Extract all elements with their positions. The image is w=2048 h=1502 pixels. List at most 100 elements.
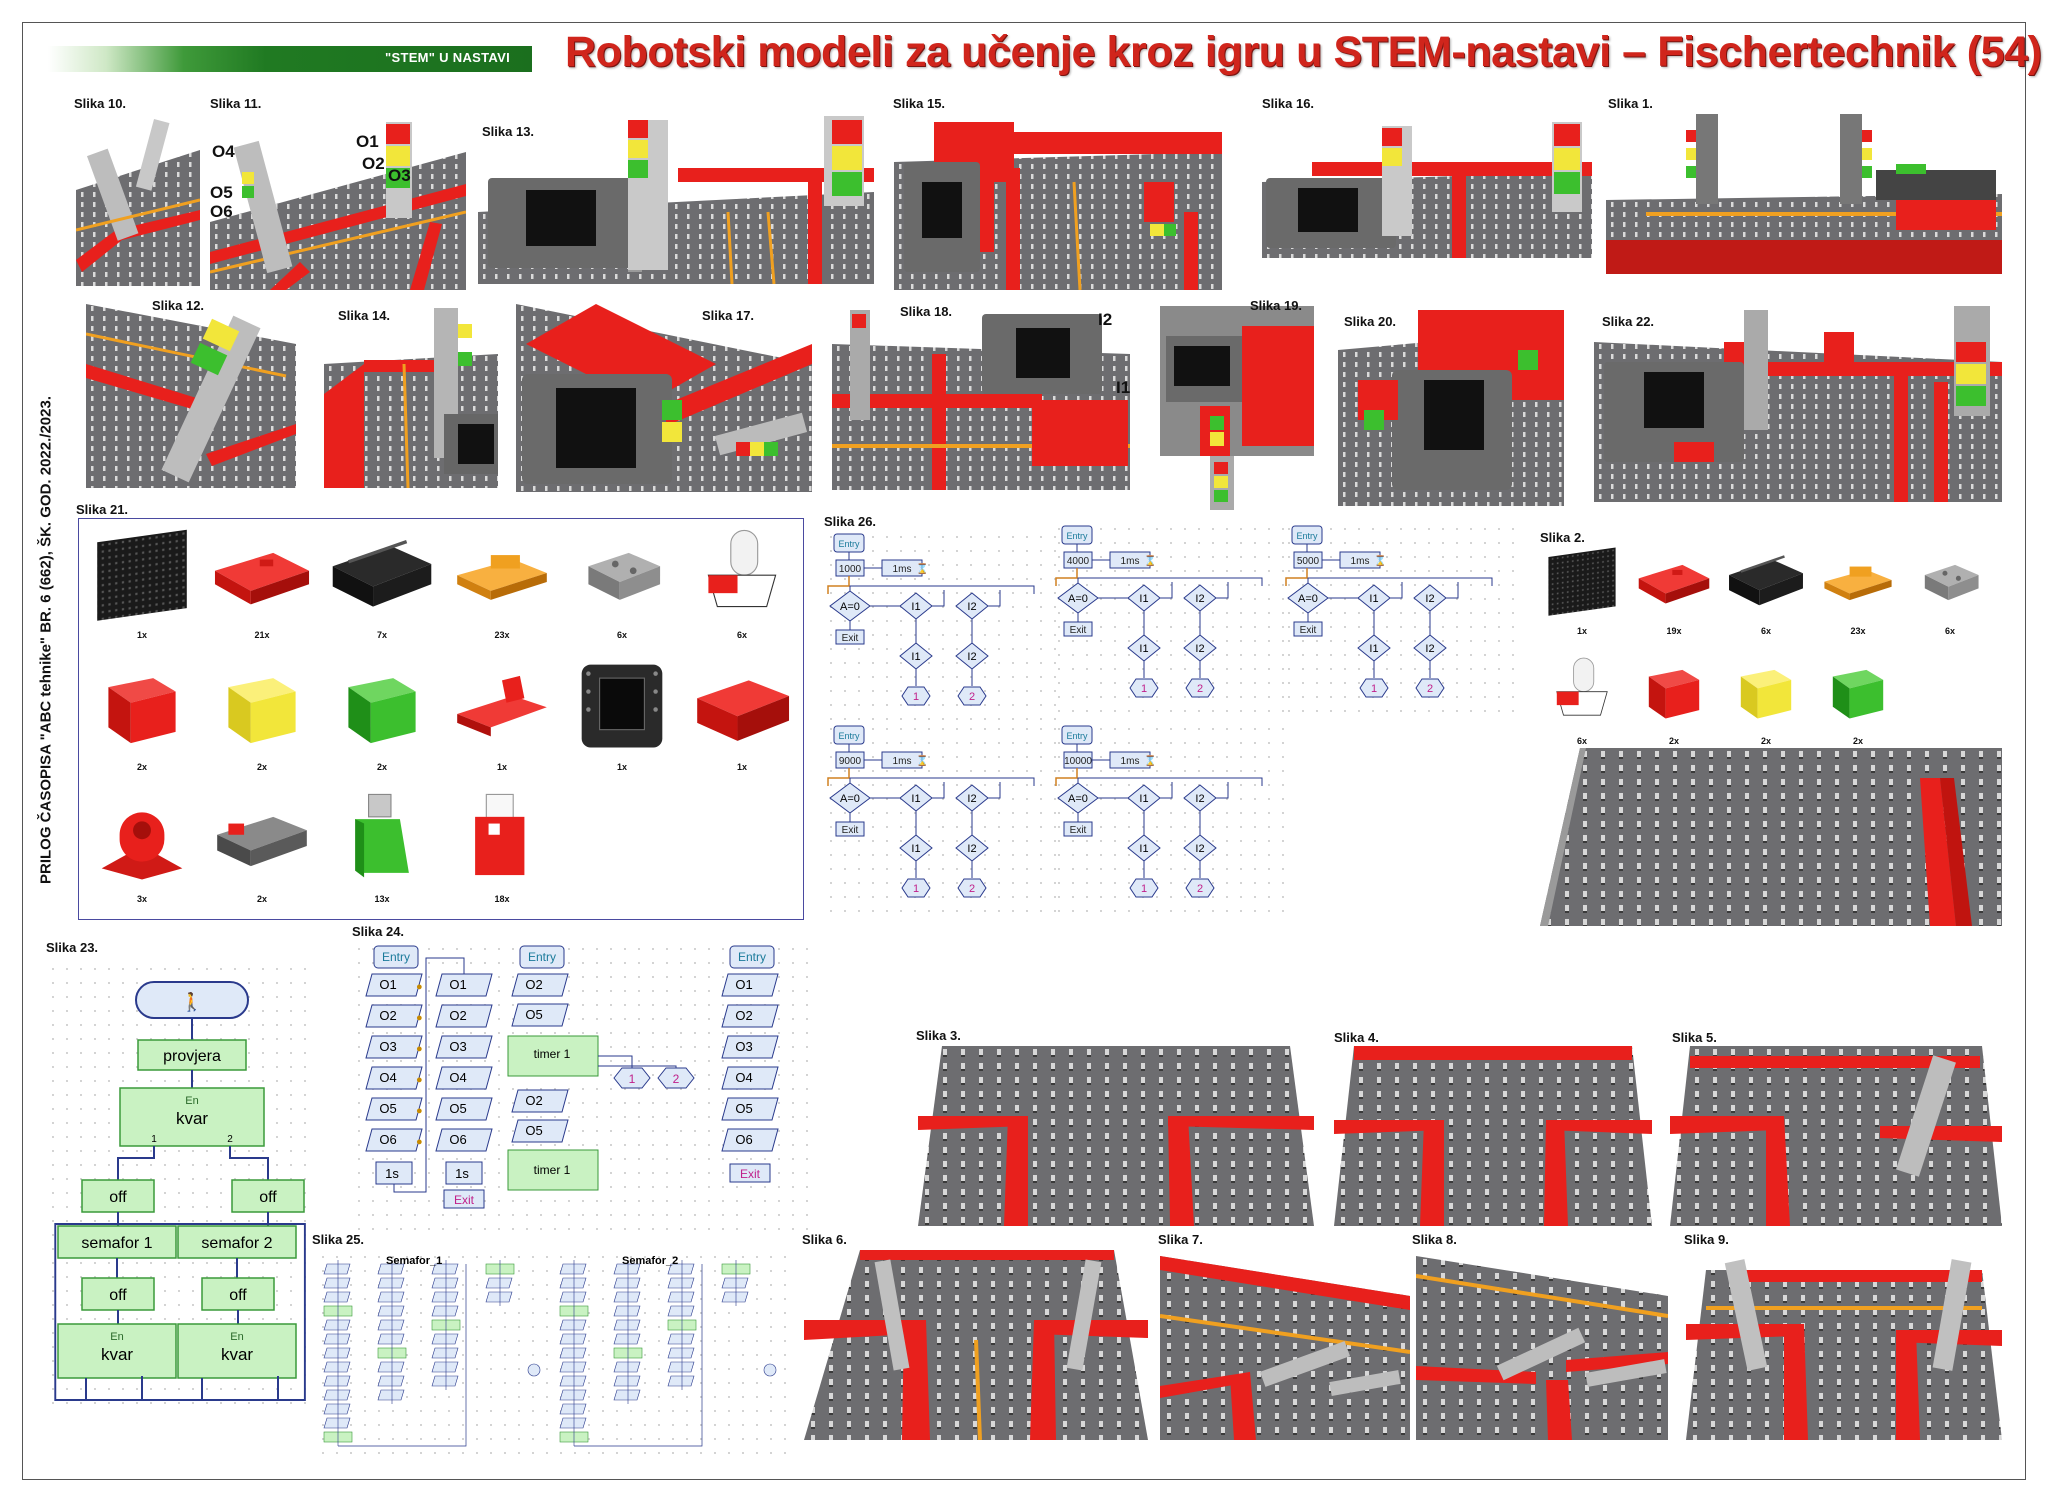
output-c4-o6: O6: [735, 1132, 752, 1147]
slika2-part-8: 2x: [1724, 650, 1808, 756]
output-off-o3: O3: [449, 1039, 466, 1054]
entry-node: Entry: [838, 731, 860, 741]
slika21-part-7: 2x: [86, 654, 198, 782]
figure-label: Slika 1.: [1608, 96, 1653, 111]
part-quantity: 2x: [136, 762, 147, 772]
input-i1b: I1: [1139, 643, 1148, 655]
scene-slika-12: [86, 304, 296, 488]
entry-node: Entry: [1296, 531, 1318, 541]
yellow-cube-icon: [1740, 669, 1792, 719]
flowchart-slika-26-1: Entry 1000 1ms ⌛ A=0 Exit I1 I2 I1 I2 1 …: [824, 530, 1060, 720]
port-2: 2: [227, 1134, 233, 1145]
figure-label: Slika 12.: [152, 298, 205, 313]
scene-slika-18: [832, 304, 1130, 490]
grey-switch-icon: [217, 816, 307, 867]
output-2: 2: [969, 691, 975, 703]
wait-1s: 1s: [385, 1166, 399, 1181]
flowchart-slika-26-5: Entry 10000 1ms ⌛ A=0 Exit I1 I2 I1 I2 1…: [1052, 722, 1288, 912]
slika21-part-10: 1x: [446, 654, 558, 782]
scene-slika-17: [516, 304, 812, 492]
node-kvar: kvar: [176, 1109, 208, 1128]
side-caption: PRILOG ČASOPISA "ABC tehnike" BR. 6 (662…: [37, 396, 55, 884]
figure-label: Slika 13.: [482, 124, 535, 139]
figure-label: Slika 19.: [1250, 298, 1303, 313]
red-angle-icon: [457, 675, 547, 737]
output-1: 1: [913, 883, 919, 895]
figure-label: Slika 8.: [1412, 1232, 1457, 1247]
input-i2b: I2: [1425, 643, 1434, 655]
exit-node: Exit: [454, 1193, 475, 1207]
exit-node: Exit: [1300, 625, 1317, 636]
lamp-icon: [707, 529, 777, 608]
scene-slika-6: [804, 1250, 1148, 1440]
red-block-icon: [1638, 564, 1710, 604]
output-1: 1: [1141, 883, 1147, 895]
node-kvar-right: kvar: [221, 1345, 253, 1364]
input-i2b: I2: [967, 651, 976, 663]
en-label: En: [110, 1331, 123, 1343]
figure-label: Slika 7.: [1158, 1232, 1203, 1247]
wait-node: 1ms: [1351, 556, 1370, 567]
output-o2: O2: [525, 977, 542, 992]
entry-node: Entry: [528, 950, 556, 964]
part-quantity: 3x: [136, 894, 147, 904]
semafor-title-1: Semafor_1: [386, 1255, 442, 1267]
part-quantity: 2x: [256, 894, 267, 904]
part-quantity: 6x: [616, 630, 627, 640]
hourglass-icon: ⌛: [916, 754, 928, 767]
value-node: 9000: [839, 756, 862, 767]
output-o5: O5: [525, 1007, 542, 1022]
hourglass-icon: ⌛: [1144, 754, 1156, 767]
output-off-o1: O1: [449, 977, 466, 992]
entry-node: Entry: [1066, 531, 1088, 541]
part-quantity: 23x: [1850, 626, 1866, 636]
condition-node: A=0: [1298, 593, 1318, 605]
part-quantity: 1x: [136, 630, 147, 640]
part-quantity: 2x: [1668, 736, 1679, 746]
part-quantity: 13x: [374, 894, 390, 904]
slika21-part-13: 3x: [86, 786, 198, 914]
part-quantity: 1x: [736, 762, 747, 772]
scene-slika-4: [1334, 1046, 1652, 1226]
hourglass-icon: ⌛: [1374, 554, 1386, 567]
node-kvar-left: kvar: [101, 1345, 133, 1364]
input-i2: I2: [1425, 593, 1434, 605]
callout-o6: O6: [210, 202, 233, 221]
part-quantity: 2x: [256, 762, 267, 772]
output-2: 2: [1197, 883, 1203, 895]
part-quantity: 6x: [736, 630, 747, 640]
value-node: 10000: [1064, 756, 1092, 767]
input-i2: I2: [967, 601, 976, 613]
part-quantity: 1x: [1576, 626, 1587, 636]
scene-slika-19: [1160, 306, 1314, 510]
part-quantity: 2x: [376, 762, 387, 772]
output-2: 2: [673, 1072, 680, 1086]
input-i1: I1: [1139, 793, 1148, 805]
section-tag-bar: "STEM" U NASTAVI: [48, 46, 532, 72]
lamp-icon: [1556, 657, 1608, 716]
slika21-part-1: 1x: [86, 522, 198, 650]
output-o5b: O5: [525, 1123, 542, 1138]
output-1: 1: [1371, 683, 1377, 695]
slika2-part-4: 23x: [1816, 540, 1900, 646]
part-quantity: 18x: [494, 894, 510, 904]
figure-label: Slika 20.: [1344, 314, 1397, 329]
slika2-part-9: 2x: [1816, 650, 1900, 756]
timer-node-b: timer 1: [534, 1163, 571, 1177]
input-i2b: I2: [967, 843, 976, 855]
part-quantity: 2x: [1760, 736, 1771, 746]
condition-node: A=0: [840, 793, 860, 805]
scene-slika-11: [210, 112, 466, 290]
output-c4-o5: O5: [735, 1101, 752, 1116]
exit-node: Exit: [1070, 625, 1087, 636]
bulb-icon: ●: [416, 1105, 423, 1117]
exit-node-b: Exit: [740, 1167, 761, 1181]
entry-node: Entry: [738, 950, 766, 964]
scene-slika-7: [1160, 1256, 1410, 1440]
scene-slika-3: [918, 1046, 1314, 1226]
figure-label: Slika 17.: [702, 308, 755, 323]
figure-label: Slika 10.: [74, 96, 127, 111]
exit-node: Exit: [842, 825, 859, 836]
slika2-part-7: 2x: [1632, 650, 1716, 756]
